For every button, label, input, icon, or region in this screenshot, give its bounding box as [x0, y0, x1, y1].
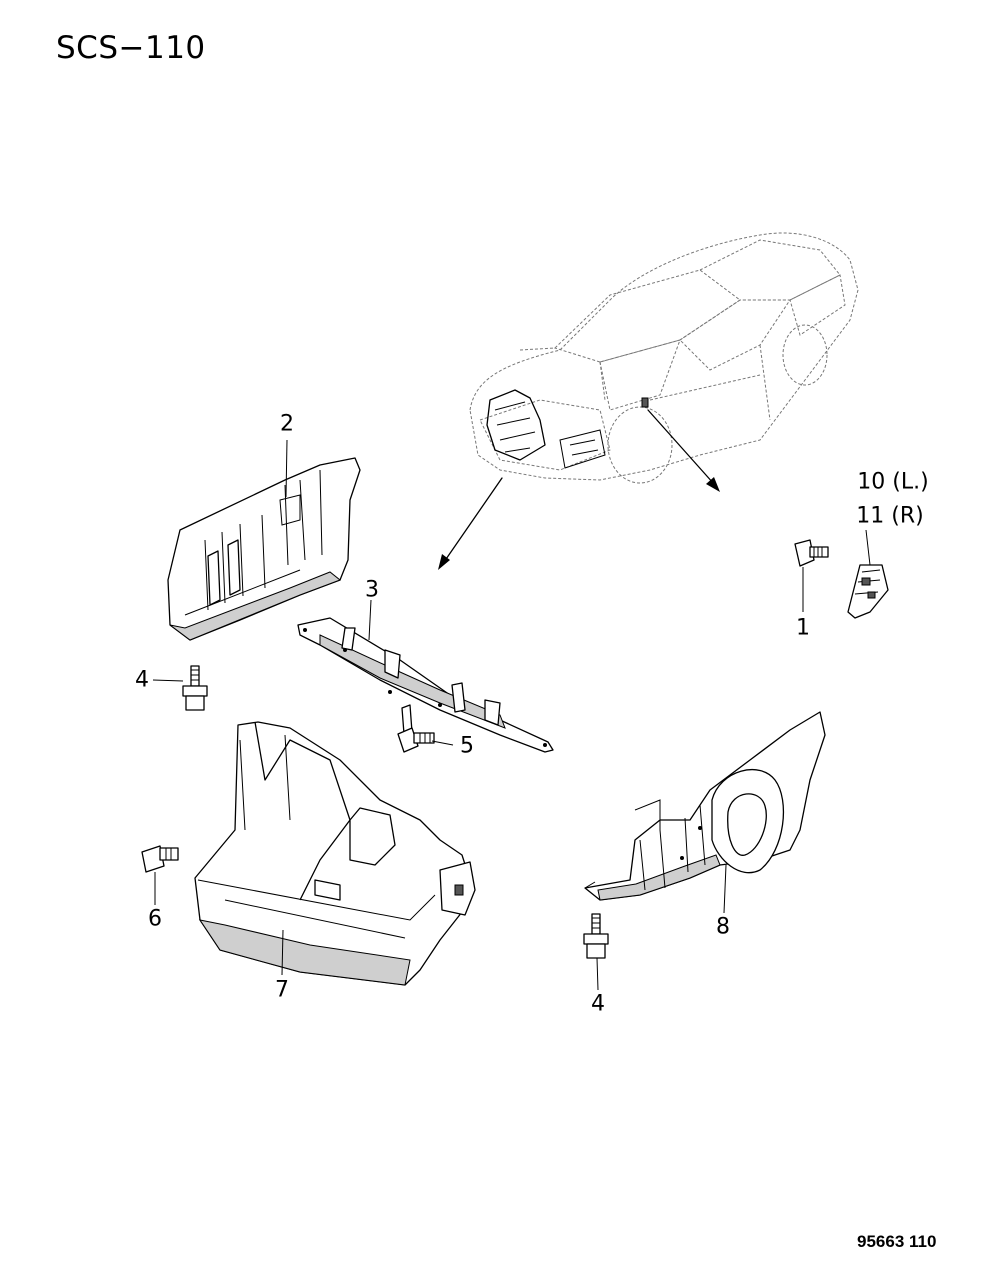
callout-10-left: 10 (L.) [857, 469, 929, 495]
bolt-part-4-left [182, 665, 208, 711]
callout-2: 2 [280, 411, 294, 437]
bolt-part-1 [794, 539, 829, 567]
bracket-part-10-11 [847, 564, 889, 619]
clip-part-6 [141, 845, 179, 873]
splash-shield-part-2 [167, 457, 361, 641]
callout-6: 6 [148, 906, 162, 932]
clip-part-5 [397, 727, 435, 753]
callout-8: 8 [716, 914, 730, 940]
callout-4-bottom: 4 [591, 991, 605, 1017]
lower-cover-part-7 [194, 721, 476, 986]
diagram-code-title: SCS−110 [56, 30, 206, 66]
callout-5: 5 [460, 733, 474, 759]
callout-7: 7 [275, 977, 289, 1003]
direction-arrows [438, 409, 720, 570]
leader-lines [152, 439, 871, 991]
side-shield-part-8 [584, 711, 826, 901]
car-outline [469, 232, 859, 484]
drawing-id: 95663 110 [857, 1232, 937, 1251]
callout-11-right: 11 (R) [856, 503, 924, 529]
radiator-support-cover-part-3 [297, 617, 554, 753]
callout-4-left: 4 [135, 667, 149, 693]
bolt-part-4-bottom [583, 913, 609, 959]
callout-1: 1 [796, 615, 810, 641]
callout-3: 3 [365, 577, 379, 603]
